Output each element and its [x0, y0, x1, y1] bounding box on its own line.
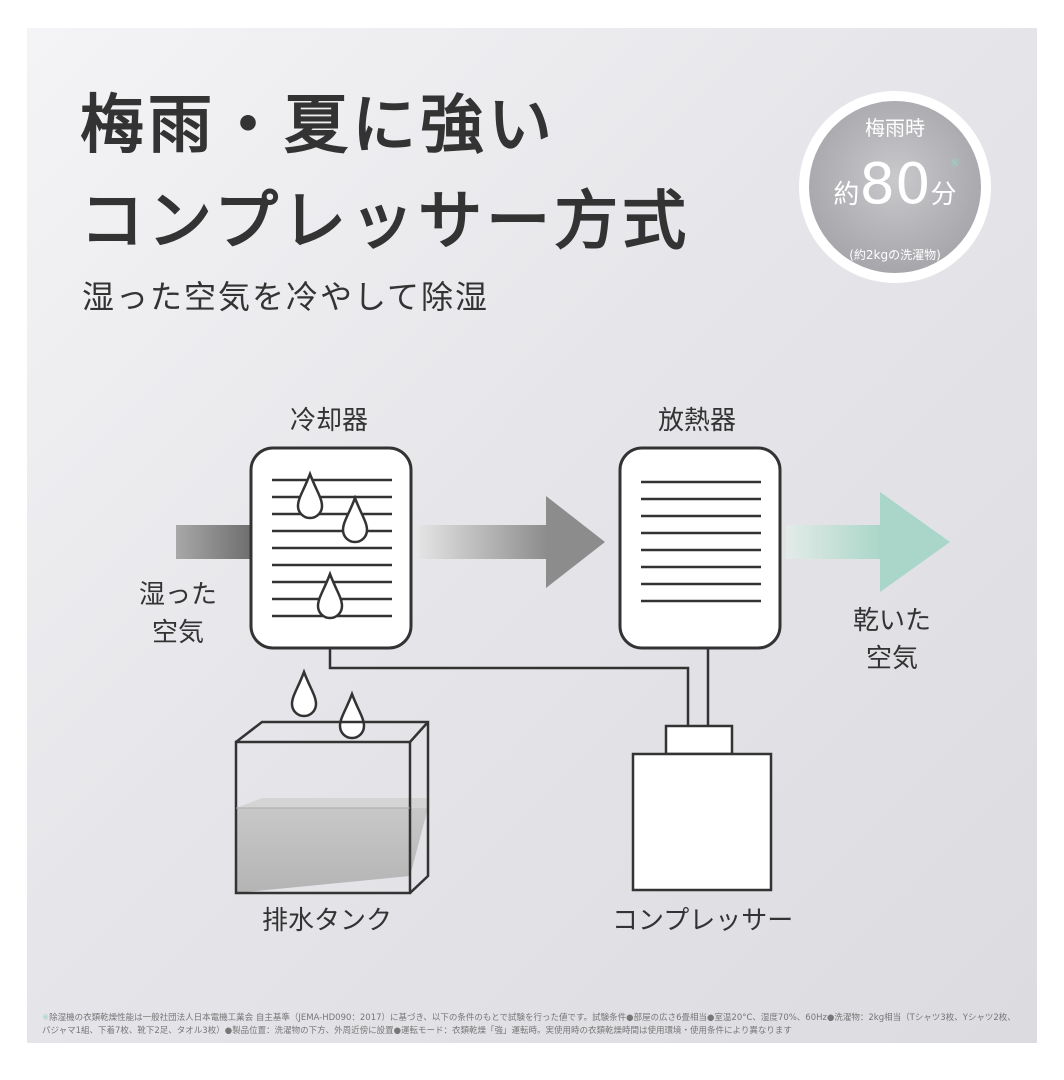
footnote-mark: ※: [42, 1013, 50, 1023]
badge-prefix: 約: [833, 180, 860, 210]
badge-sub: (約2kgの洗濯物): [849, 248, 941, 262]
page-title: 梅雨・夏に強い コンプレッサー方式: [80, 78, 690, 270]
droplet-icon: [296, 470, 324, 520]
radiator-unit: [618, 446, 782, 650]
dry-air-label-line-2: 空気: [865, 644, 918, 674]
footnote-text-1: 除湿機の衣類乾燥性能は一般社団法人日本電機工業会 自主基準（JEMA-HD090…: [49, 1013, 1016, 1023]
droplet-icon: [290, 668, 318, 718]
cooler-label: 冷却器: [290, 406, 369, 436]
tank-label: 排水タンク: [262, 906, 393, 936]
footnote-line-1: ※除湿機の衣類乾燥性能は一般社団法人日本電機工業会 自主基準（JEMA-HD09…: [42, 1012, 1027, 1025]
humid-air-label-line-1: 湿った: [138, 580, 217, 610]
dry-air-arrow: [786, 492, 950, 592]
badge-note-mark: ※: [950, 156, 961, 170]
badge-circle: [799, 91, 991, 283]
title-line-2: コンプレッサー方式: [80, 185, 691, 259]
badge-time: 約80分: [770, 152, 1020, 217]
dry-air-label-line-1: 乾いた: [852, 606, 931, 636]
radiator-label: 放熱器: [658, 406, 737, 436]
compressor-unit: [631, 724, 773, 892]
humid-air-label-line-2: 空気: [151, 618, 204, 648]
subtitle: 湿った空気を冷やして除湿: [82, 278, 490, 316]
drain-tank: [234, 720, 430, 895]
humid-air-label: 湿った 空気: [132, 576, 224, 652]
title-line-1: 梅雨・夏に強い: [80, 89, 556, 163]
drying-time-badge: 梅雨時 約80分 ※ (約2kgの洗濯物): [770, 88, 1020, 286]
cooler-unit: [249, 446, 413, 650]
badge-unit: 分: [930, 180, 957, 210]
refrigerant-pipes: [328, 648, 710, 726]
droplet-icon: [316, 570, 344, 620]
droplet-icon: [341, 494, 369, 544]
droplet-icon: [338, 690, 366, 740]
badge-value: 80: [859, 152, 931, 217]
dry-air-label: 乾いた 空気: [846, 602, 938, 678]
badge-season-label: 梅雨時: [865, 116, 925, 140]
cooled-air-arrow: [418, 496, 605, 588]
footnote-line-2: パジャマ1組、下着7枚、靴下2足、タオル3枚）●製品位置：洗濯物の下方、外周近傍…: [42, 1026, 792, 1036]
compressor-label: コンプレッサー: [612, 906, 794, 936]
footnote: ※除湿機の衣類乾燥性能は一般社団法人日本電機工業会 自主基準（JEMA-HD09…: [42, 1012, 1027, 1038]
